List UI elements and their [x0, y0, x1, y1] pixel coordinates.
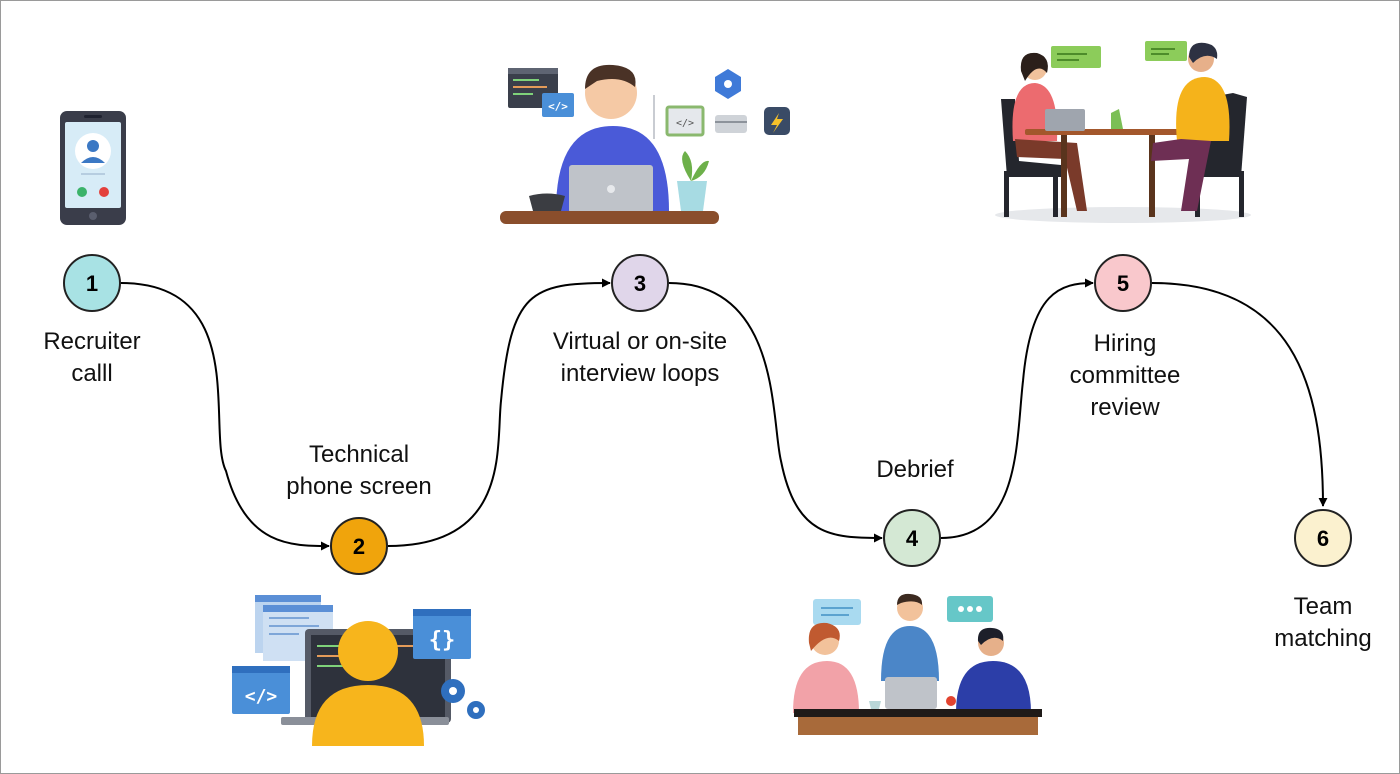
step-5-number: 5 — [1117, 271, 1129, 296]
svg-text:</>: </> — [548, 100, 568, 113]
laptop-interview-illustration: </> </> — [500, 64, 790, 224]
step-3-label-line-1: Virtual or on-site — [552, 328, 728, 355]
step-3-circle: 3 — [611, 254, 669, 312]
step-2-circle: 2 — [330, 517, 388, 575]
step-1-number: 1 — [86, 271, 98, 296]
svg-text:</>: </> — [676, 118, 694, 129]
coding-person-illustration: {} </> — [232, 595, 485, 746]
step-circles: 1 2 3 4 5 6 — [63, 254, 1352, 575]
step-3-label-line-2: interview loops — [560, 360, 720, 387]
svg-text:{}: {} — [429, 628, 456, 653]
phone-call-illustration — [60, 111, 126, 225]
step-4-label-line-1: Debrief — [876, 456, 954, 483]
step-5-label-line-2: committee — [1069, 362, 1181, 389]
step-2-number: 2 — [353, 534, 365, 559]
step-2-label: Technical phone screen — [249, 439, 469, 503]
step-1-label-line-2: calll — [71, 360, 113, 387]
connector-4-5 — [940, 278, 1094, 539]
step-5-circle: 5 — [1094, 254, 1152, 312]
step-4-label: Debrief — [835, 454, 995, 486]
step-2-label-line-1: Technical — [308, 441, 410, 468]
step-1-circle: 1 — [63, 254, 121, 312]
step-5-label-line-3: review — [1090, 394, 1160, 421]
two-people-meeting-illustration — [995, 41, 1251, 223]
svg-text:</>: </> — [245, 686, 278, 707]
step-6-label-line-2: matching — [1274, 625, 1372, 652]
step-4-number: 4 — [906, 526, 919, 551]
step-2-label-line-2: phone screen — [286, 473, 432, 500]
connector-2-3 — [387, 278, 611, 547]
step-1-label-line-1: Recruiter — [43, 328, 141, 355]
connector-5-6 — [1151, 282, 1328, 507]
step-3-number: 3 — [634, 271, 646, 296]
step-1-label: Recruiter calll — [22, 326, 162, 390]
connector-3-4 — [668, 282, 883, 543]
step-5-label: Hiring committee review — [1045, 328, 1205, 424]
step-6-circle: 6 — [1294, 509, 1352, 567]
connectors — [120, 278, 1328, 551]
step-4-circle: 4 — [883, 509, 941, 567]
step-3-label: Virtual or on-site interview loops — [530, 326, 750, 390]
step-6-label-line-1: Team — [1293, 593, 1353, 620]
step-6-label: Team matching — [1253, 591, 1393, 655]
step-5-label-line-1: Hiring — [1093, 330, 1157, 357]
step-6-number: 6 — [1317, 526, 1329, 551]
team-discussion-illustration — [793, 593, 1042, 735]
connector-1-2 — [120, 282, 330, 551]
